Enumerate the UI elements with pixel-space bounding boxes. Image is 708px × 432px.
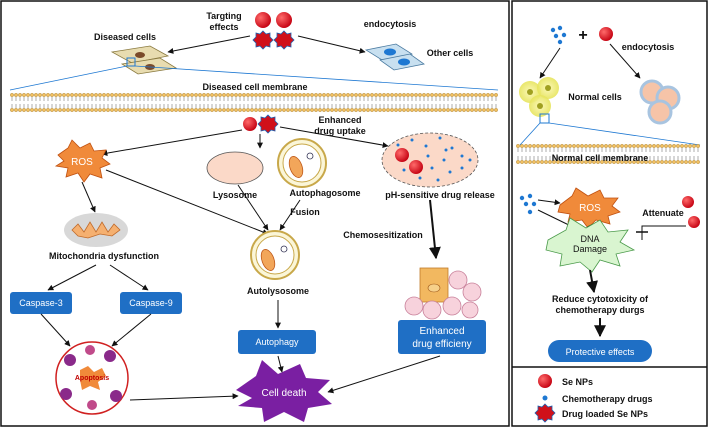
normal-cells-label: Normal cells [568,92,622,102]
attenuate-np-icon-2 [688,216,700,228]
fusion-label: Fusion [290,207,320,217]
mito-dysfunction-label: Mitochondria dysfunction [49,251,159,261]
right-endocytosis-label: endocytosis [622,42,675,52]
ph-vesicle-drug-dots [396,136,472,182]
autophagosome-icon [277,138,327,188]
autophagy-box [238,330,316,354]
diseased-cells-icon [110,45,178,75]
ros-starburst-icon [54,139,111,183]
autolysosome-label: Autolysosome [247,286,309,296]
chemo-drug-dots-icon [550,25,567,45]
ph-release-label: pH-sensitive drug release [385,190,495,200]
lysosome-label: Lysosome [213,190,257,200]
se-np-icon [255,12,292,28]
apoptosis-label: Apoptosis [75,375,109,382]
right-drug-dots-icon [519,193,537,215]
enhanced-efficiency-box [398,320,486,354]
vesicle-np-icon [395,148,409,162]
legend-item-loaded: Drug loaded Se NPs [562,409,648,419]
plus-label: + [578,27,587,44]
legend-se-np-icon [538,374,552,388]
ph-vesicle-icon [381,132,479,188]
right-se-np-icon [599,27,613,41]
chemosensitization-label: Chemosesitization [343,230,423,240]
lysosome-icon [206,151,264,185]
dna-damage-icon [545,217,636,273]
ros-label: ROS [71,157,93,168]
diseased-cells-label: Diseased cells [94,32,156,42]
normal-cells-blue-icon [639,79,681,125]
caspase-3-box [10,292,72,314]
mitochondria-icon [64,213,128,247]
legend-item-se-nps: Se NPs [562,377,593,387]
autolysosome-icon [250,230,300,280]
caspase-9-label: Caspase-9 [129,298,173,308]
drug-loaded-np-icon [252,30,295,50]
normal-cell-membrane [516,144,700,164]
tumor-cells-icon [404,267,482,320]
left-panel-frame [0,0,510,427]
right-ros-label: ROS [579,203,601,214]
cell-death-label: Cell death [261,388,306,399]
diseased-membrane-label: Diseased cell membrane [202,82,307,92]
attenuate-label: Attenuate [642,208,684,218]
caspase-3-label: Caspase-3 [19,298,63,308]
endocytosis-label: endocytosis [364,19,417,29]
autophagy-label: Autophagy [255,337,299,347]
protective-effects-label: Protective effects [566,347,635,357]
vesicle-np-icon-2 [409,160,423,174]
other-cells-label: Other cells [427,48,474,58]
autophagosome-label: Autophagosome [290,188,361,198]
right-ros-icon [557,187,621,229]
internalized-nps-icon [243,114,279,134]
other-cells-icon [364,43,425,71]
legend: Se NPs Chemotherapy drugs Drug loaded Se… [534,374,653,423]
caspase-9-box [120,292,182,314]
normal-cells-yellow-icon [519,77,559,124]
normal-membrane-label: Normal cell membrane [552,153,649,163]
attenuate-np-icon [682,196,694,208]
legend-item-chemo: Chemotherapy drugs [562,394,653,404]
right-panel-frame [511,0,708,427]
diseased-cell-membrane [10,93,498,112]
legend-drug-icon [542,395,548,401]
protective-effects-box [548,340,652,362]
cell-death-burst-icon [236,360,332,422]
legend-loaded-np-icon [534,403,556,423]
apoptosis-icon [55,341,129,415]
